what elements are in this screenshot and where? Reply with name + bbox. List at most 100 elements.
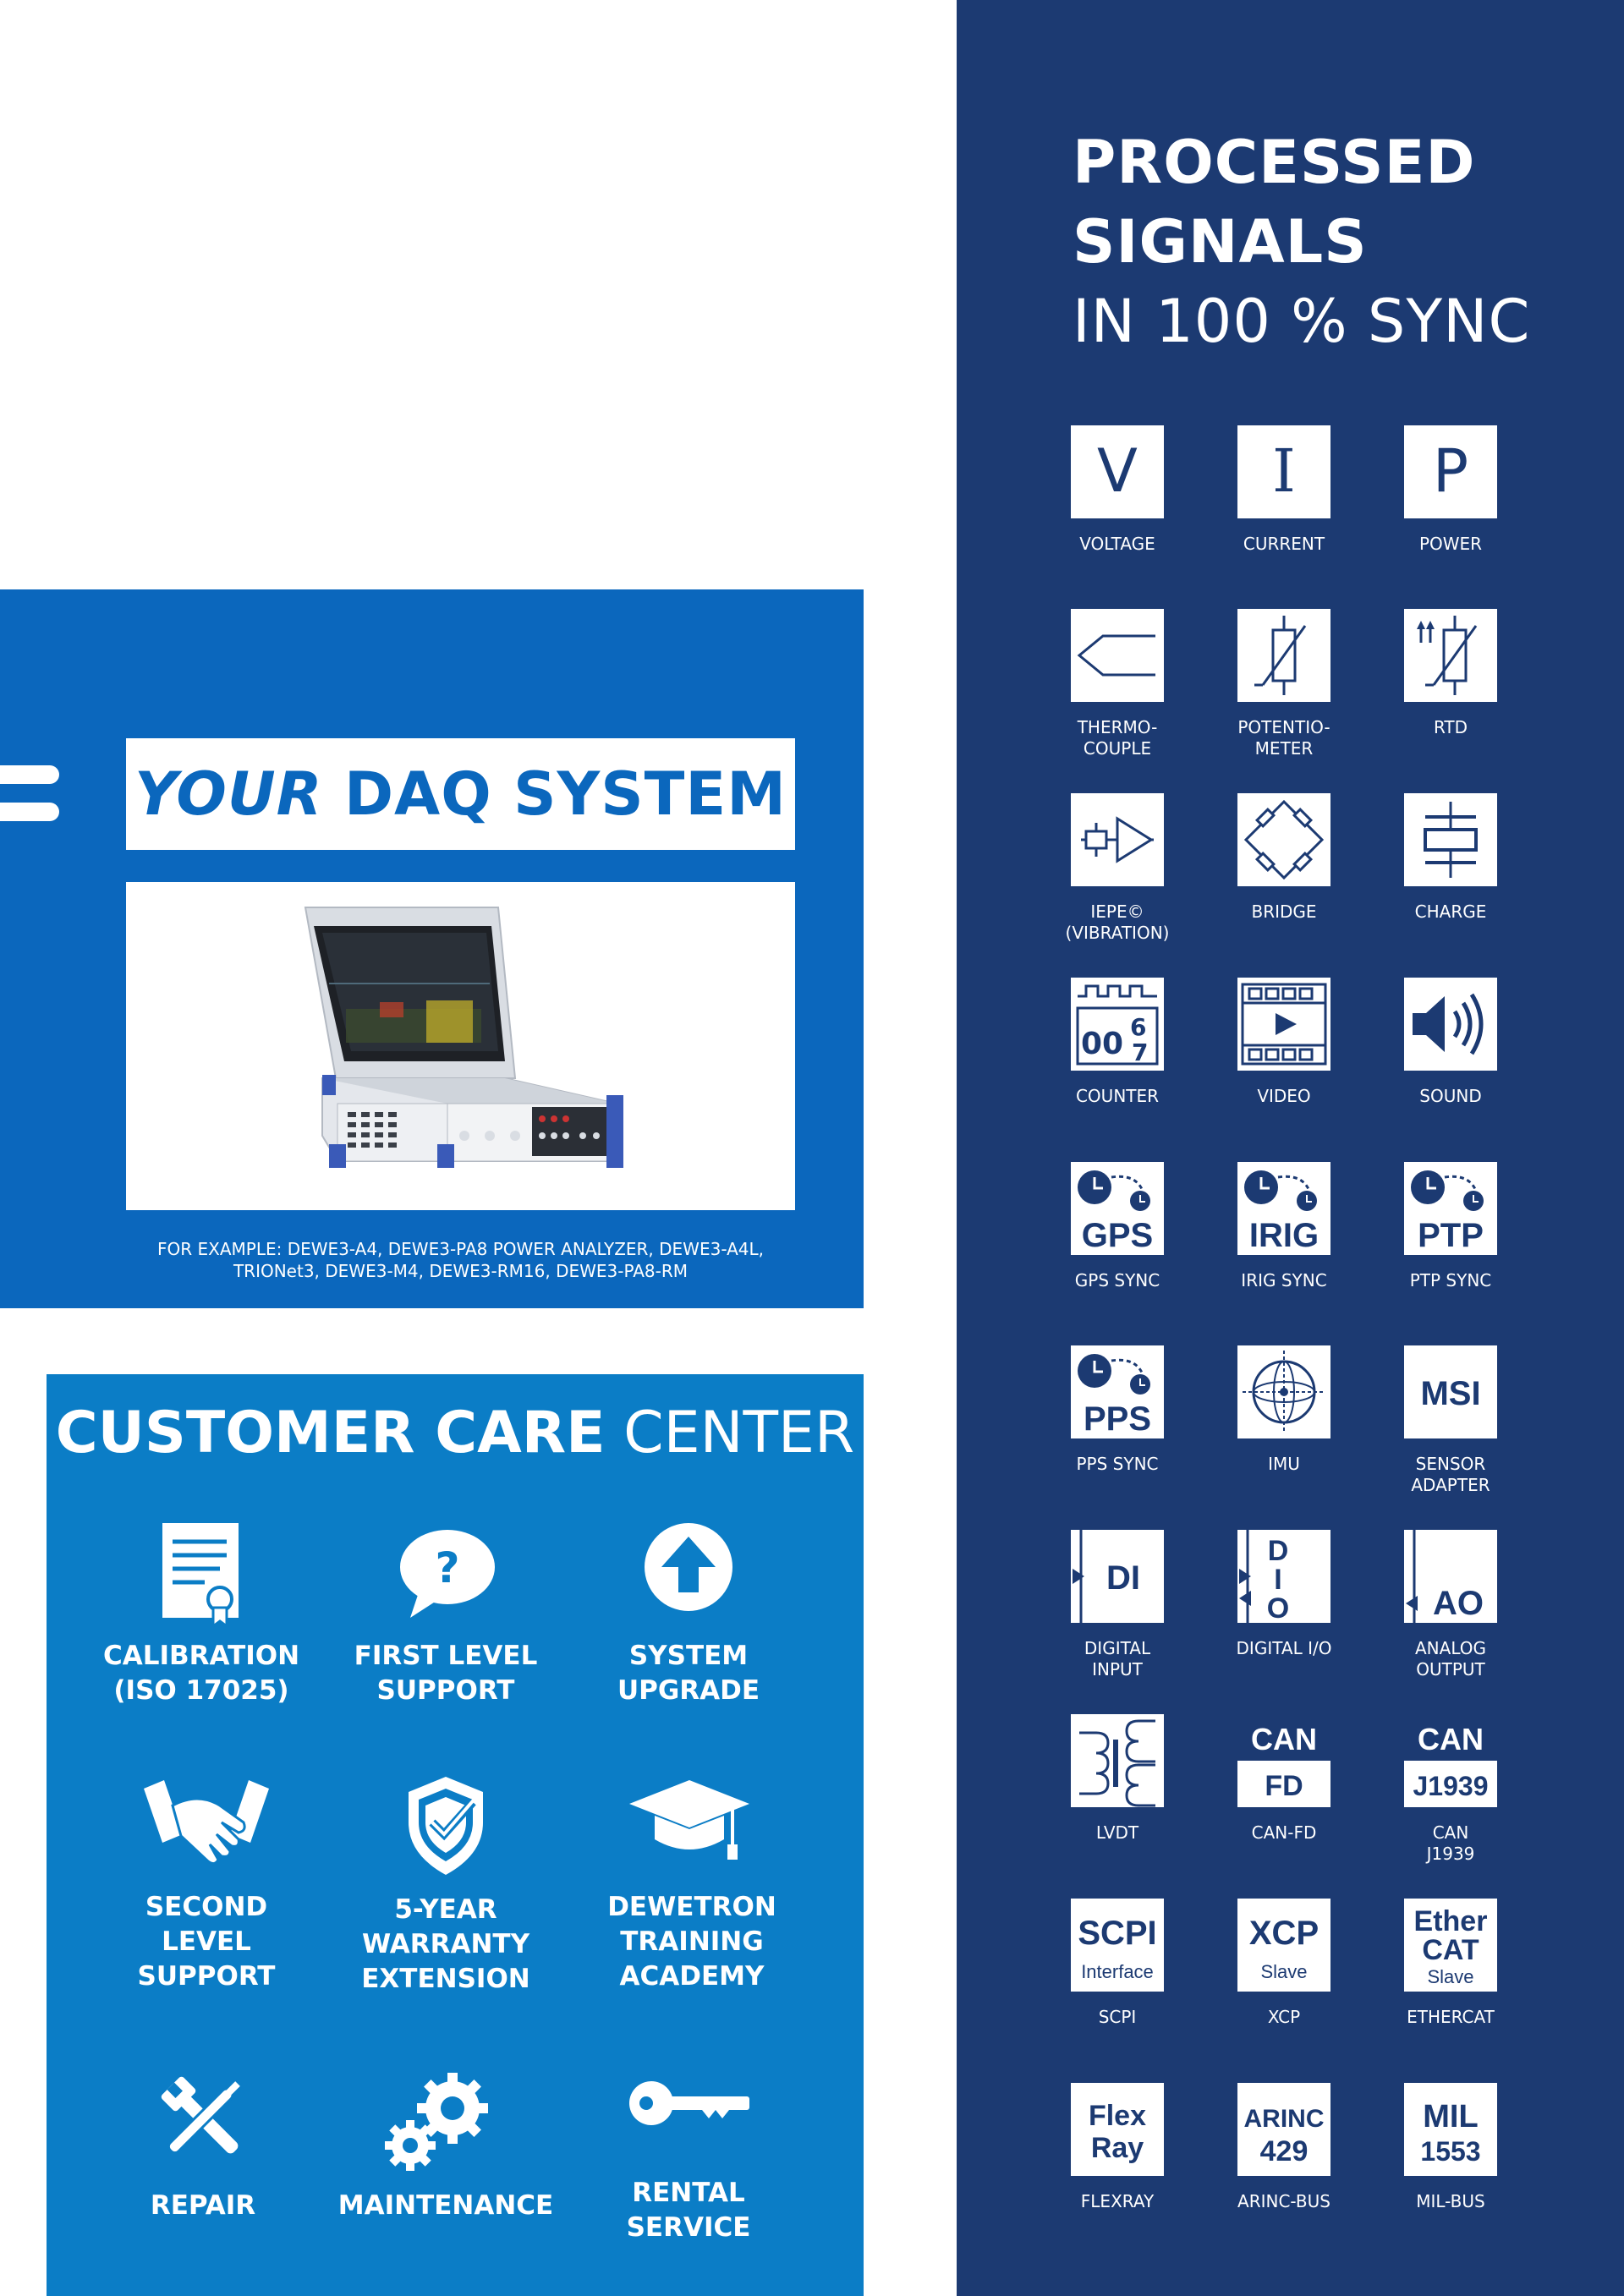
daq-caption-line-2: TRIONet3, DEWE3-M4, DEWE3-RM16, DEWE3-PA…: [233, 1261, 689, 1281]
svg-text:O: O: [1267, 1592, 1289, 1623]
signal-label: IEPE© (VIBRATION): [1065, 901, 1170, 943]
svg-text:SCPI: SCPI: [1078, 1915, 1156, 1952]
svg-text:FD: FD: [1265, 1770, 1303, 1802]
title-line-3: IN 100 % SYNC: [1073, 287, 1531, 356]
daq-caption-line-1: FOR EXAMPLE: DEWE3-A4, DEWE3-PA8 POWER A…: [156, 1239, 765, 1259]
digital-io-icon: D I O: [1239, 1530, 1289, 1623]
equals-bar-top: [0, 765, 59, 784]
signal-label: SOUND: [1419, 1086, 1482, 1106]
signal-label: SCPI: [1098, 2007, 1137, 2027]
charge-icon: [1424, 802, 1478, 878]
xcp-icon: XCP Slave: [1249, 1915, 1319, 1982]
counter-icon: 00 6 7: [1076, 984, 1159, 1066]
speaker-icon: [1413, 993, 1484, 1055]
question-bubble-icon: ?: [395, 1518, 497, 1628]
signal-label: PTP SYNC: [1409, 1270, 1492, 1290]
mil-1553-icon: MIL 1553: [1420, 2099, 1480, 2167]
portable-daq-instrument-image: [304, 907, 623, 1168]
svg-text:6: 6: [1130, 1013, 1146, 1041]
signal-thermocouple: THERMO- COUPLE: [1033, 609, 1202, 778]
equals-bar-bottom: [0, 803, 59, 821]
signal-label: DIGITAL INPUT: [1084, 1638, 1151, 1680]
svg-text:V: V: [1097, 436, 1138, 506]
signal-irig-sync: IRIG IRIG SYNC: [1199, 1162, 1369, 1331]
signal-video: VIDEO: [1199, 978, 1369, 1147]
ptp-clock-icon: PTP: [1411, 1170, 1484, 1254]
imu-gyroscope-icon: [1243, 1351, 1325, 1433]
signal-label: DIGITAL I/O: [1236, 1638, 1332, 1658]
signal-digital-input: DI DIGITAL INPUT: [1033, 1530, 1202, 1699]
voltage-icon: V: [1097, 436, 1138, 506]
video-film-icon: [1241, 983, 1327, 1066]
signal-mil-bus: MIL 1553 MIL-BUS: [1366, 2083, 1535, 2252]
svg-text:PPS: PPS: [1084, 1400, 1151, 1438]
key-icon: [626, 2068, 753, 2178]
svg-text:Ray: Ray: [1091, 2132, 1144, 2164]
signal-label: IRIG SYNC: [1241, 1270, 1327, 1290]
cc-title-bold: CUSTOMER CARE: [55, 1400, 606, 1466]
svg-text:Interface: Interface: [1081, 1961, 1154, 1982]
can-j1939-icon: CAN J1939: [1404, 1714, 1497, 1801]
svg-text:MSI: MSI: [1420, 1375, 1480, 1412]
signal-label: ETHERCAT: [1407, 2007, 1495, 2027]
svg-text:CAT: CAT: [1422, 1934, 1479, 1966]
signal-voltage: V VOLTAGE: [1033, 425, 1202, 595]
signal-bridge: BRIDGE: [1199, 793, 1369, 962]
svg-text:I: I: [1272, 436, 1296, 506]
signal-charge: CHARGE: [1366, 793, 1535, 962]
signal-label: IMU: [1268, 1454, 1300, 1474]
daq-title: YOUR DAQ SYSTEM: [134, 759, 787, 829]
signal-rtd: RTD: [1366, 609, 1535, 778]
arinc-icon: ARINC 429: [1244, 2105, 1325, 2167]
signal-can-fd: CAN FD CAN-FD: [1199, 1714, 1369, 1883]
signal-label: CHARGE: [1414, 901, 1487, 922]
svg-text:D: D: [1268, 1535, 1289, 1567]
signal-label: BRIDGE: [1251, 901, 1317, 922]
gps-clock-icon: GPS: [1078, 1170, 1153, 1254]
signal-imu: IMU: [1199, 1345, 1369, 1515]
svg-text:GPS: GPS: [1082, 1217, 1153, 1254]
pps-clock-icon: PPS: [1078, 1354, 1151, 1438]
analog-output-icon: AO: [1406, 1530, 1484, 1623]
signal-label: COUNTER: [1075, 1086, 1160, 1106]
service-label: MAINTENANCE: [337, 2190, 554, 2221]
customer-care-title: CUSTOMER CARE CENTER: [47, 1395, 864, 1471]
signal-label: MIL-BUS: [1416, 2191, 1485, 2211]
signal-label: ARINC-BUS: [1237, 2191, 1330, 2211]
digital-input-icon: DI: [1073, 1530, 1140, 1623]
service-label: CALIBRATION (ISO 17025): [102, 1641, 300, 1706]
signal-sensor-adapter: MSI SENSOR ADAPTER: [1366, 1345, 1535, 1515]
graduation-cap-icon: [626, 1772, 753, 1882]
handshake-icon: [139, 1772, 274, 1882]
svg-text:P: P: [1433, 436, 1468, 506]
service-label: REPAIR: [150, 2190, 256, 2221]
service-label: SECOND LEVEL SUPPORT: [137, 1892, 276, 1992]
svg-text:AO: AO: [1433, 1585, 1484, 1622]
svg-text:429: 429: [1260, 2135, 1309, 2167]
signal-label: CAN-FD: [1251, 1822, 1317, 1843]
signal-label: RTD: [1433, 717, 1468, 737]
signal-label: VIDEO: [1257, 1086, 1311, 1106]
svg-text:1553: 1553: [1420, 2136, 1480, 2167]
service-label: RENTAL SERVICE: [626, 2178, 751, 2243]
signal-label: ANALOG OUTPUT: [1415, 1638, 1486, 1680]
svg-text:DI: DI: [1106, 1559, 1140, 1597]
service-label: 5-YEAR WARRANTY EXTENSION: [361, 1894, 530, 1994]
svg-text:Ether: Ether: [1414, 1905, 1488, 1937]
daq-device-photo: [126, 882, 795, 1210]
flexray-icon: Flex Ray: [1089, 2100, 1146, 2164]
svg-text:?: ?: [435, 1543, 459, 1592]
potentiometer-icon: [1254, 616, 1307, 695]
signal-label: XCP: [1267, 2007, 1301, 2027]
signal-arinc: ARINC 429 ARINC-BUS: [1199, 2083, 1369, 2252]
signal-label: POTENTIO- METER: [1237, 717, 1330, 759]
iepe-vibration-icon: [1081, 816, 1154, 863]
signal-flexray: Flex Ray FLEXRAY: [1033, 2083, 1202, 2252]
signal-label: POWER: [1418, 534, 1483, 554]
cc-title-normal: CENTER: [605, 1400, 855, 1466]
signal-label: PPS SYNC: [1076, 1454, 1159, 1474]
svg-text:IRIG: IRIG: [1249, 1217, 1319, 1254]
signal-analog-output: AO ANALOG OUTPUT: [1366, 1530, 1535, 1699]
daq-caption: FOR EXAMPLE: DEWE3-A4, DEWE3-PA8 POWER A…: [126, 1238, 795, 1282]
title-line-1: PROCESSED: [1073, 128, 1476, 197]
